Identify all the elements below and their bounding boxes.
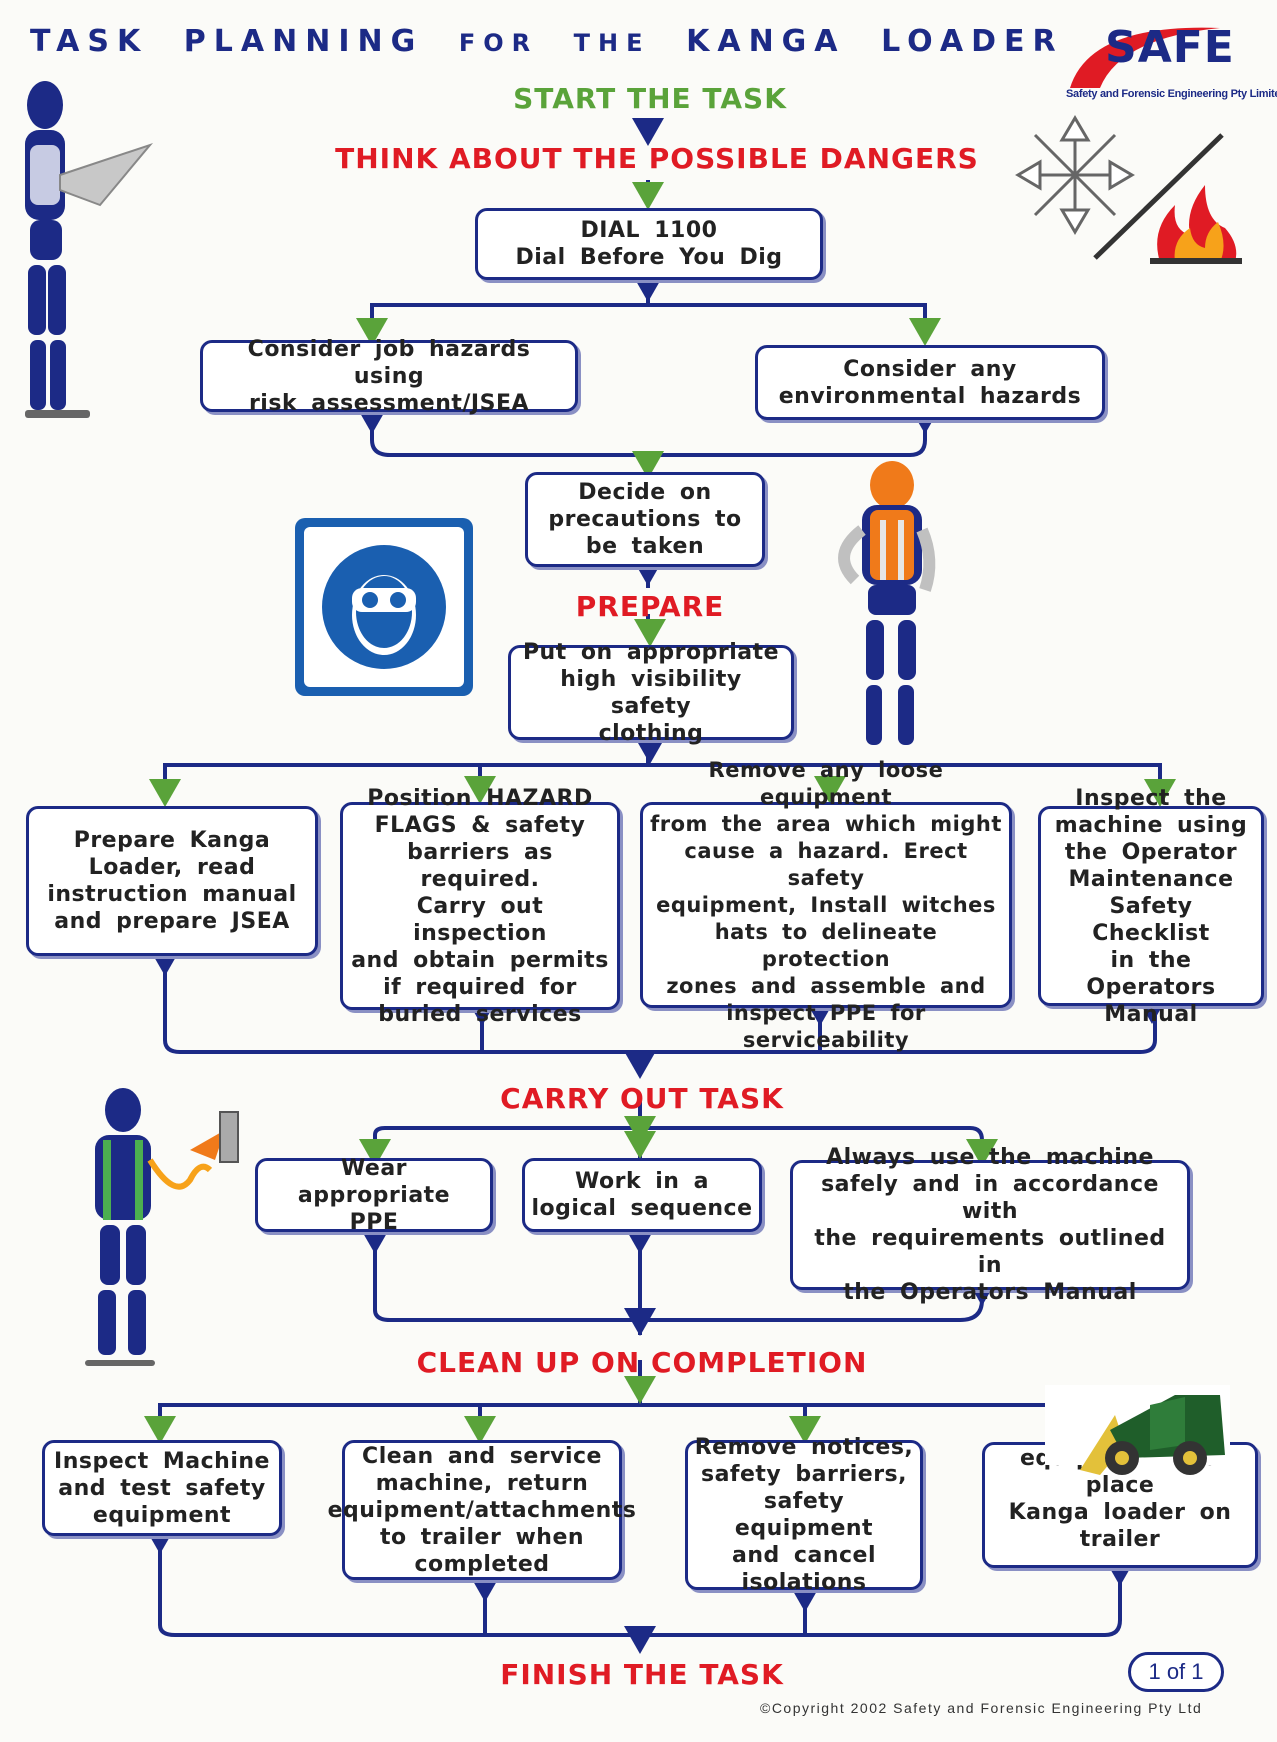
box-job-hazards: Consider job hazards using risk assessme…: [200, 337, 578, 416]
title-word: LOADER: [881, 24, 1064, 59]
stage-finish: FINISH THE TASK: [500, 1658, 784, 1691]
stage-think: THINK ABOUT THE POSSIBLE DANGERS: [335, 142, 979, 175]
page-indicator: 1 of 1: [1128, 1652, 1224, 1692]
box-remove-equipment: Remove any loose equipment from the area…: [640, 758, 1012, 1052]
safe-logo-swoosh-icon: [1070, 27, 1220, 88]
box-use-safely: Always use the machine safely and in acc…: [790, 1145, 1190, 1305]
box-wear-ppe: Wear appropriate PPE: [255, 1156, 493, 1235]
box-decide-precautions: Decide on precautions to be taken: [525, 472, 765, 567]
divider-slash: [1093, 133, 1224, 260]
fire-icon: [1150, 185, 1242, 264]
clipboard-worker-icon: [25, 81, 154, 418]
safety-goggles-sign-icon: [295, 518, 473, 696]
stage-start: START THE TASK: [513, 82, 787, 115]
box-logical-sequence: Work in a logical sequence: [522, 1158, 762, 1232]
title-word: TASK: [30, 24, 149, 59]
title-word: THE: [573, 29, 651, 57]
hi-vis-worker-icon: [838, 461, 936, 745]
snowflake-icon: [1015, 115, 1135, 235]
box-inspect-test: Inspect Machine and test safety equipmen…: [42, 1440, 282, 1536]
box-hazard-flags: Position HAZARD FLAGS & safety barriers …: [340, 786, 620, 1027]
kanga-loader-overlay-icon: [1045, 1385, 1230, 1475]
box-dial-before-you-dig: DIAL 1100 Dial Before You Dig: [475, 208, 823, 280]
box-inspect-machine: Inspect the machine using the Operator M…: [1038, 786, 1264, 1027]
box-hi-vis-clothing: Put on appropriate high visibility safet…: [508, 640, 794, 746]
stage-carry-out: CARRY OUT TASK: [500, 1082, 784, 1115]
logo-subtitle: Safety and Forensic Engineering Pty Limi…: [1066, 88, 1277, 100]
title-word: PLANNING: [183, 24, 424, 59]
stage-prepare: PREPARE: [575, 590, 725, 623]
copyright-notice: ©Copyright 2002 Safety and Forensic Engi…: [760, 1700, 1203, 1716]
box-environmental-hazards: Consider any environmental hazards: [755, 345, 1105, 420]
stage-clean-up: CLEAN UP ON COMPLETION: [416, 1346, 868, 1379]
title-word: KANGA: [686, 24, 846, 59]
logo-name: SAFE: [1105, 22, 1235, 73]
box-clean-service: Clean and service machine, return equipm…: [328, 1440, 636, 1580]
harness-worker-icon: [85, 1088, 239, 1366]
box-remove-notices: Remove notices, safety barriers, safety …: [685, 1435, 923, 1595]
box-prepare-loader: Prepare Kanga Loader, read instruction m…: [26, 806, 318, 956]
page-title: TASK PLANNING FOR THE KANGA LOADER: [30, 24, 1086, 59]
title-word: FOR: [458, 29, 539, 57]
